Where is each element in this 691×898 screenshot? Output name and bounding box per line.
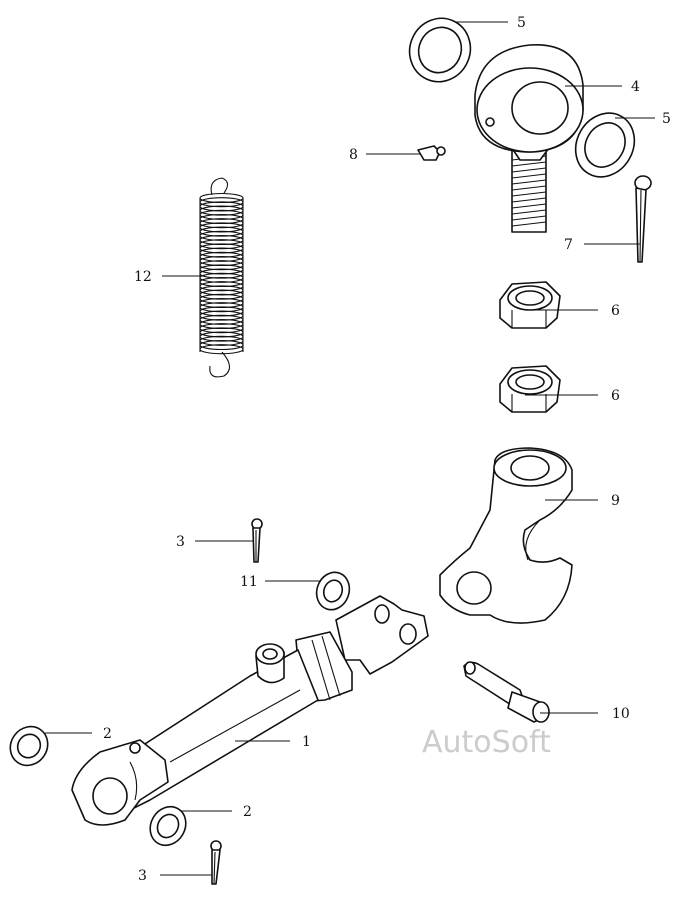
callout-5-right: 5 [662, 111, 671, 127]
callout-4: 4 [631, 79, 640, 95]
split-pin [634, 175, 652, 263]
callout-5-top: 5 [517, 15, 526, 31]
cotter-pin-upper [251, 518, 263, 563]
eye-bolt [474, 44, 584, 233]
callout-3-lower: 3 [138, 868, 147, 884]
washer-small [315, 571, 351, 611]
callout-6-lower: 6 [611, 388, 620, 404]
washer-top [408, 17, 472, 83]
cotter-pin-lower [210, 840, 222, 885]
callout-1: 1 [302, 734, 311, 750]
callout-7: 7 [564, 237, 573, 253]
watermark: AutoSoft [422, 725, 551, 760]
tension-spring [199, 177, 244, 378]
callout-2-left: 2 [103, 726, 112, 742]
nut-lower [499, 365, 561, 413]
callout-6-upper: 6 [611, 303, 620, 319]
callout-3-upper: 3 [176, 534, 185, 550]
callout-11: 11 [240, 574, 258, 590]
callout-10: 10 [612, 706, 630, 722]
washer-left [9, 725, 49, 767]
washer-bottom [149, 805, 187, 847]
pin [463, 661, 550, 723]
callout-12: 12 [134, 269, 152, 285]
callout-8: 8 [349, 147, 358, 163]
washer-right [574, 112, 636, 178]
callout-9: 9 [611, 493, 620, 509]
callout-numbers: 5 4 5 8 12 7 6 6 9 3 11 10 2 1 2 3 [103, 15, 671, 884]
bracket-arm [439, 447, 573, 624]
nut-upper [499, 281, 561, 329]
grease-nipple [417, 145, 446, 161]
tie-rod-cylinder [71, 595, 429, 826]
leader-lines [45, 21, 655, 876]
callout-2-bottom: 2 [243, 804, 252, 820]
